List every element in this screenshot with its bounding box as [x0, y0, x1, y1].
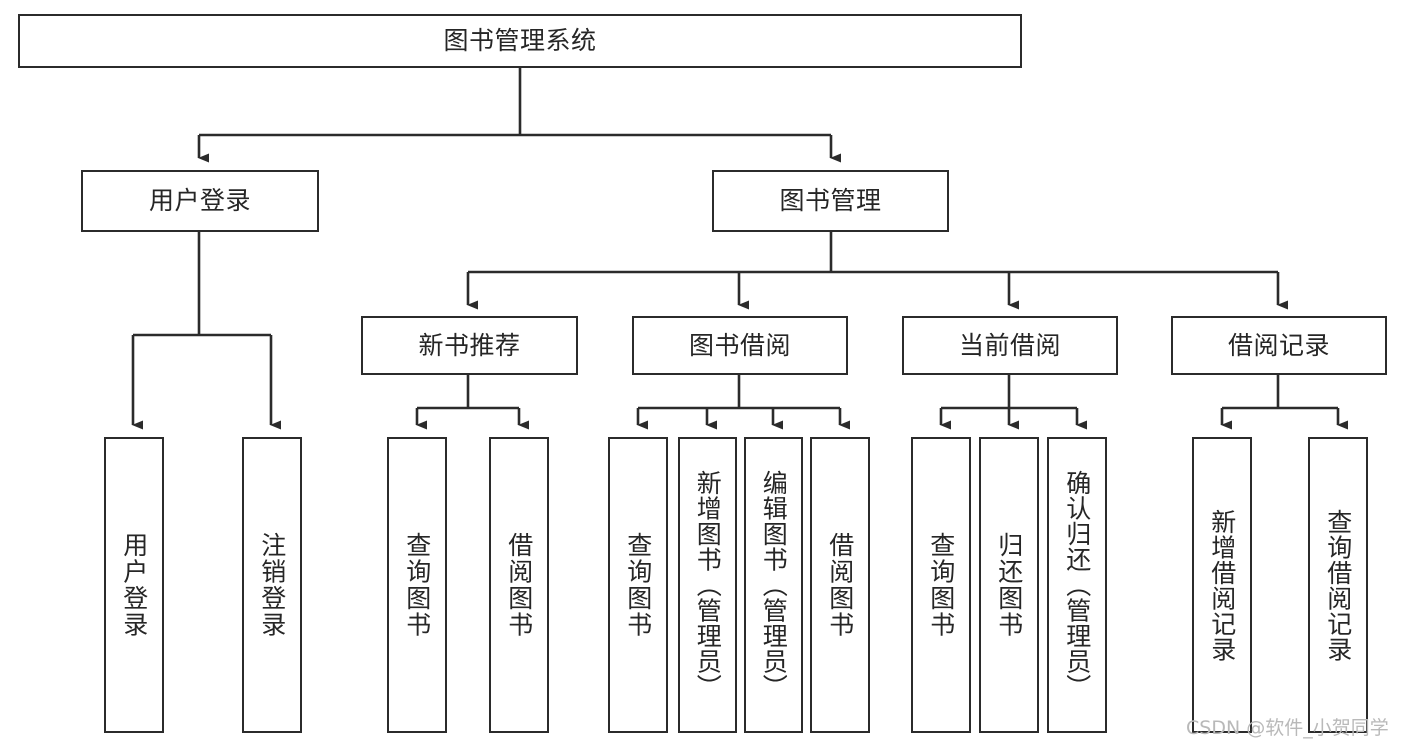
node-label: 用户登录: [119, 532, 149, 638]
node-label: 当前借阅: [958, 330, 1061, 360]
node-label: 查询图书: [623, 532, 653, 638]
node-borrow-record[interactable]: 借阅记录: [1171, 316, 1387, 375]
leaf-logout-login[interactable]: 注销登录: [242, 437, 302, 733]
leaf-query-book-current[interactable]: 查询图书: [911, 437, 971, 733]
node-label: 查询图书: [402, 532, 432, 638]
csdn-watermark: CSDN @软件_小贺同学: [1186, 717, 1389, 739]
node-label: 新增借阅记录: [1207, 508, 1237, 662]
leaf-confirm-return-admin[interactable]: 确认归还（管理员）: [1047, 437, 1107, 733]
node-book-borrow[interactable]: 图书借阅: [632, 316, 848, 375]
leaf-add-book-admin[interactable]: 新增图书（管理员）: [678, 437, 737, 733]
node-book-management[interactable]: 图书管理: [712, 170, 949, 232]
leaf-query-book-recommend[interactable]: 查询图书: [387, 437, 447, 733]
node-label: 新书推荐: [418, 330, 521, 360]
leaf-query-borrow-record[interactable]: 查询借阅记录: [1308, 437, 1368, 733]
node-label: 编辑图书（管理员）: [759, 470, 789, 700]
node-label: 借阅图书: [825, 532, 855, 638]
node-new-book-recommend[interactable]: 新书推荐: [361, 316, 578, 375]
node-label: 查询借阅记录: [1323, 508, 1353, 662]
leaf-return-book[interactable]: 归还图书: [979, 437, 1039, 733]
node-root-book-management-system[interactable]: 图书管理系统: [18, 14, 1022, 68]
leaf-edit-book-admin[interactable]: 编辑图书（管理员）: [744, 437, 803, 733]
node-label: 新增图书（管理员）: [693, 470, 723, 700]
node-label: 图书管理: [779, 186, 882, 216]
node-user-login[interactable]: 用户登录: [81, 170, 319, 232]
leaf-user-login[interactable]: 用户登录: [104, 437, 164, 733]
node-current-borrow[interactable]: 当前借阅: [902, 316, 1118, 375]
leaf-query-book-borrow[interactable]: 查询图书: [608, 437, 668, 733]
node-label: 图书管理系统: [443, 26, 597, 56]
node-label: 查询图书: [926, 532, 956, 638]
node-label: 图书借阅: [688, 330, 791, 360]
leaf-add-borrow-record[interactable]: 新增借阅记录: [1192, 437, 1252, 733]
leaf-borrow-book-recommend[interactable]: 借阅图书: [489, 437, 549, 733]
leaf-borrow-book-borrow[interactable]: 借阅图书: [810, 437, 870, 733]
node-label: 注销登录: [257, 532, 287, 638]
node-label: 确认归还（管理员）: [1062, 470, 1092, 700]
node-label: 用户登录: [148, 186, 251, 216]
node-label: 借阅图书: [504, 532, 534, 638]
node-label: 借阅记录: [1227, 330, 1330, 360]
node-label: 归还图书: [994, 532, 1024, 638]
